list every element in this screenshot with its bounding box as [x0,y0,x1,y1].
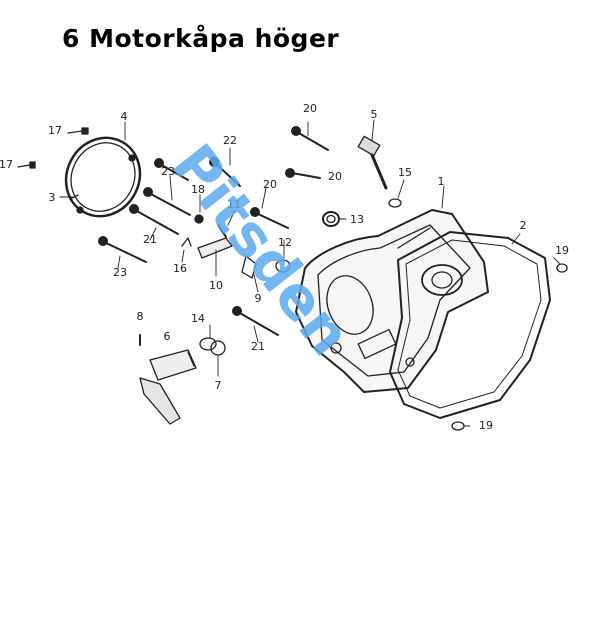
callout-9: 9 [255,292,262,305]
callout-19: 19 [479,419,493,432]
callout-12: 12 [278,236,292,249]
o-ring-icon [388,198,402,208]
callout-13: 13 [350,213,364,226]
callout-5: 5 [371,108,378,121]
clutch-ring-icon [64,136,142,218]
callout-23: 23 [113,266,127,279]
bolt-icon [98,126,329,336]
kickstart-lever-icon [139,349,197,425]
callout-2: 2 [520,219,527,232]
callout-22: 22 [223,134,237,147]
leader-lines [59,119,561,427]
callout-1: 1 [438,175,445,188]
callout-20: 20 [303,102,317,115]
callout-23: 23 [161,165,175,178]
small-parts [139,214,291,356]
callout-14: 14 [191,312,205,325]
cover-gasket-icon [389,231,551,419]
callout-19: 19 [555,244,569,257]
oil-filler-cap-icon [357,135,388,190]
screw-icon [17,127,89,169]
callout-10: 10 [209,279,223,292]
gasket-ring-icon [69,194,79,200]
callout-4: 4 [121,110,128,123]
callout-21: 21 [251,340,265,353]
callout-18: 18 [191,183,205,196]
callout-15: 15 [398,166,412,179]
callout-20: 20 [263,178,277,191]
callout-11: 11 [227,198,241,211]
callout-8: 8 [137,310,144,323]
callout-16: 16 [173,262,187,275]
callout-17: 17 [0,158,13,171]
callout-20: 20 [328,170,342,183]
callout-3: 3 [49,191,56,204]
callout-6: 6 [164,330,171,343]
callout-17: 17 [48,124,62,137]
oil-seal-icon [322,211,340,227]
callout-7: 7 [215,379,222,392]
page-title: 6 Motorkåpa höger [62,24,340,53]
right-crankcase-cover-icon [295,209,489,393]
callout-21: 21 [143,233,157,246]
